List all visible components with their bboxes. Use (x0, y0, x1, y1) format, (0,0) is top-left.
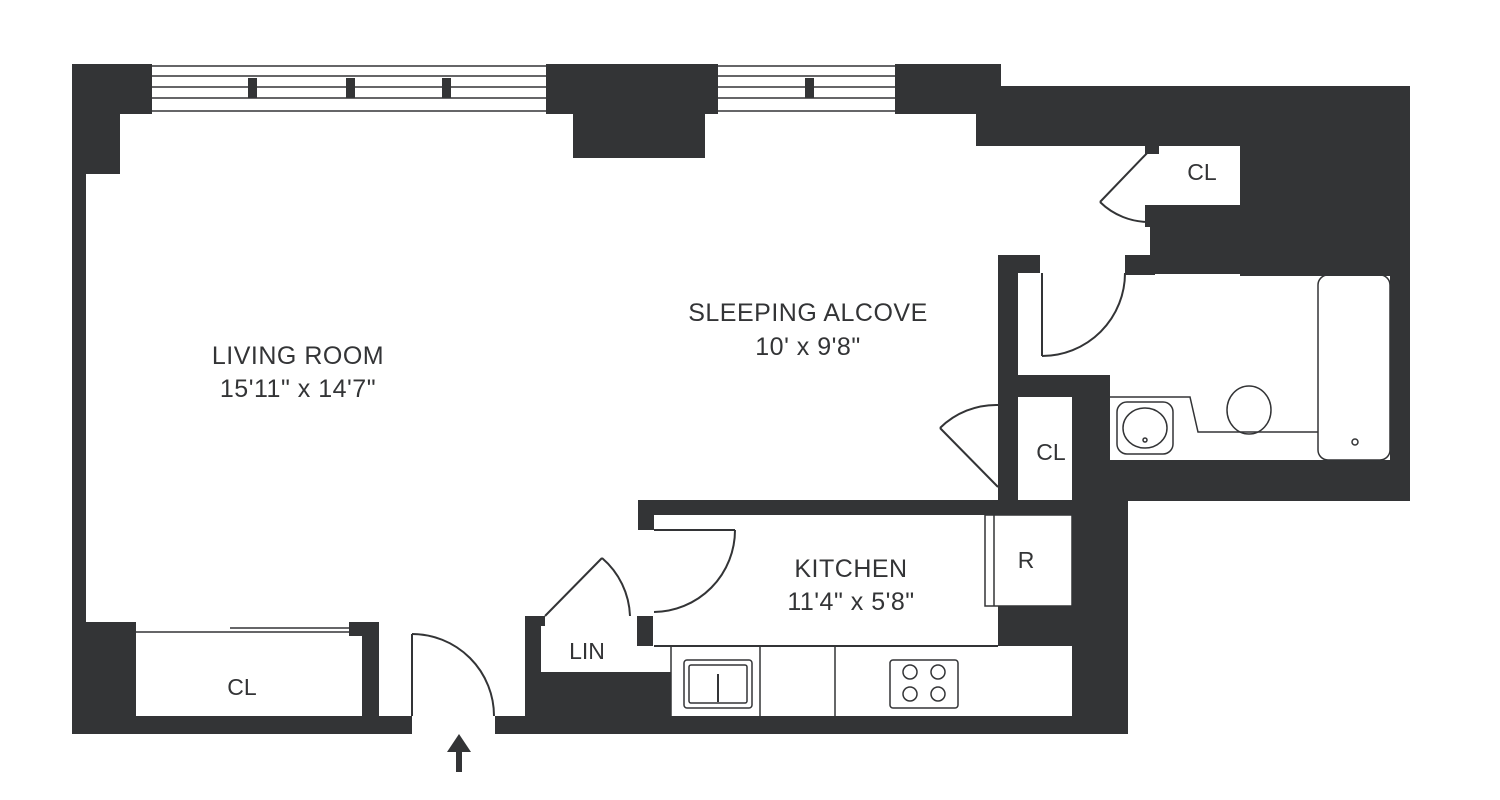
sleeping-alcove-dimensions: 10' x 9'8" (755, 333, 860, 361)
refrigerator-label: R (1018, 547, 1035, 573)
room-labels: LIVING ROOM 15'11" x 14'7" SLEEPING ALCO… (212, 159, 1217, 700)
kitchen-dimensions: 11'4" x 5'8" (787, 588, 914, 616)
walls (72, 64, 1410, 734)
closet-lower-label: CL (1036, 439, 1066, 465)
closet-living-label: CL (227, 674, 257, 700)
living-room-dimensions: 15'11" x 14'7" (220, 375, 376, 403)
closet-upper-label: CL (1187, 159, 1217, 185)
doors (136, 149, 1151, 717)
entry-arrow-icon (447, 734, 471, 772)
linen-closet-label: LIN (569, 638, 605, 664)
bathroom-fixtures (1110, 274, 1391, 461)
kitchen-name: KITCHEN (794, 555, 907, 583)
sleeping-alcove-name: SLEEPING ALCOVE (688, 299, 928, 327)
windows (152, 65, 895, 112)
kitchen-fixtures (654, 514, 1073, 716)
living-room-name: LIVING ROOM (212, 342, 384, 370)
